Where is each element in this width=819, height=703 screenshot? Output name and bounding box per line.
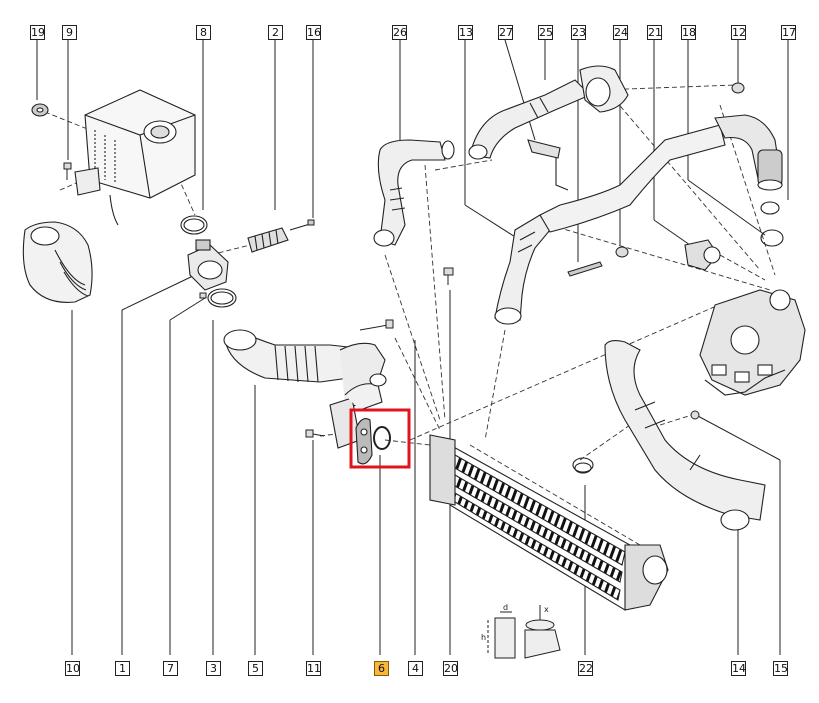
callout-19[interactable]: 19 bbox=[30, 25, 45, 40]
part-19-grommet bbox=[31, 103, 49, 117]
part-14-outlet-hose bbox=[604, 339, 766, 531]
callout-7[interactable]: 7 bbox=[163, 661, 178, 676]
callout-6[interactable]: 6 bbox=[374, 661, 389, 676]
assembly-lines bbox=[44, 84, 776, 601]
callout-16[interactable]: 16 bbox=[306, 25, 321, 40]
clamp-detail-inset: h d x bbox=[481, 603, 561, 659]
part-16-screw bbox=[289, 219, 315, 231]
part-4-bolt bbox=[359, 319, 394, 331]
part-7-screw bbox=[199, 292, 207, 299]
part-9-bolt bbox=[63, 162, 72, 180]
part-24-nut bbox=[615, 246, 629, 258]
part-12-nut bbox=[731, 82, 745, 94]
part-27-bracket bbox=[527, 139, 569, 191]
part-21-charge-pipe bbox=[539, 124, 726, 233]
dimension-x-label: x bbox=[544, 605, 549, 614]
part-21-valve bbox=[684, 239, 721, 271]
air-filter-housing bbox=[74, 89, 196, 226]
callout-18[interactable]: 18 bbox=[681, 25, 696, 40]
callout-17[interactable]: 17 bbox=[781, 25, 796, 40]
callout-11[interactable]: 11 bbox=[306, 661, 321, 676]
part-13-hose bbox=[494, 214, 551, 325]
part-10-intake-duct bbox=[22, 221, 93, 303]
callout-8[interactable]: 8 bbox=[196, 25, 211, 40]
turbo-manifold bbox=[699, 289, 806, 396]
part-20-bolt bbox=[443, 267, 454, 285]
callout-13[interactable]: 13 bbox=[458, 25, 473, 40]
part-24-upper-pipe bbox=[579, 65, 629, 113]
part-1-airflow-meter bbox=[187, 239, 229, 291]
callout-4[interactable]: 4 bbox=[408, 661, 423, 676]
part-23-stud bbox=[567, 261, 603, 277]
dimension-d-label: d bbox=[503, 603, 508, 612]
callout-15[interactable]: 15 bbox=[773, 661, 788, 676]
callout-3[interactable]: 3 bbox=[206, 661, 221, 676]
callout-26[interactable]: 26 bbox=[392, 25, 407, 40]
part-2-sensor bbox=[247, 227, 289, 253]
callout-12[interactable]: 12 bbox=[731, 25, 746, 40]
part-15-screw bbox=[690, 410, 700, 420]
callout-5[interactable]: 5 bbox=[248, 661, 263, 676]
part-18-hose bbox=[714, 114, 783, 191]
callout-21[interactable]: 21 bbox=[647, 25, 662, 40]
leader-lines bbox=[36, 39, 789, 655]
callout-1[interactable]: 1 bbox=[115, 661, 130, 676]
callout-9[interactable]: 9 bbox=[62, 25, 77, 40]
callout-22[interactable]: 22 bbox=[578, 661, 593, 676]
callout-10[interactable]: 10 bbox=[65, 661, 80, 676]
dimension-h-label: h bbox=[481, 633, 486, 642]
callout-23[interactable]: 23 bbox=[571, 25, 586, 40]
callout-25[interactable]: 25 bbox=[538, 25, 553, 40]
part-3-clamp bbox=[207, 288, 237, 308]
part-17-clamp bbox=[760, 201, 784, 247]
part-8-gasket bbox=[180, 215, 208, 235]
callout-27[interactable]: 27 bbox=[498, 25, 513, 40]
callout-24[interactable]: 24 bbox=[613, 25, 628, 40]
intercooler-core bbox=[429, 434, 669, 611]
part-6-highlight-frame bbox=[349, 408, 411, 469]
part-11-screw bbox=[305, 429, 325, 438]
part-22-clamp bbox=[572, 457, 594, 474]
callout-14[interactable]: 14 bbox=[731, 661, 746, 676]
part-26-hose bbox=[373, 139, 455, 247]
part-6-gasket-seal bbox=[355, 418, 391, 465]
callout-2[interactable]: 2 bbox=[268, 25, 283, 40]
part-25-hose bbox=[468, 79, 591, 160]
callout-20[interactable]: 20 bbox=[443, 661, 458, 676]
